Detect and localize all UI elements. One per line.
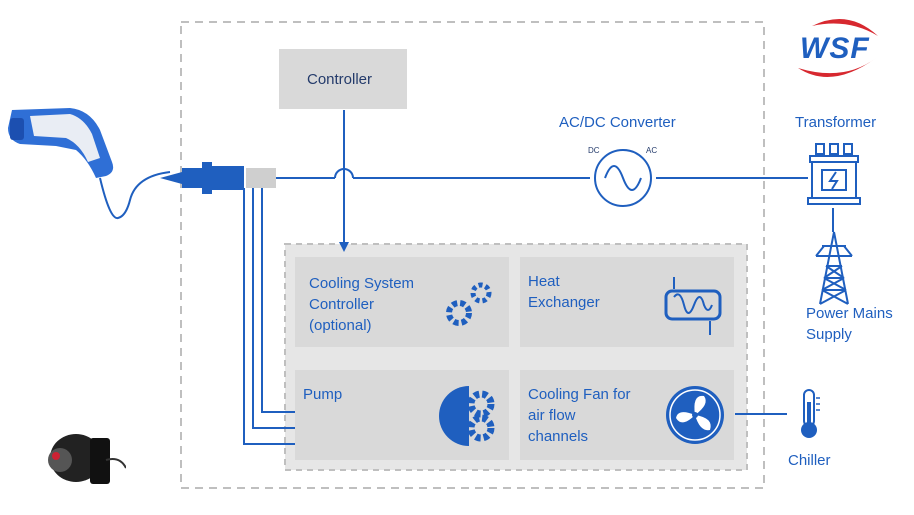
pump-gears-icon bbox=[439, 386, 495, 446]
cooling-fan-line2: air flow bbox=[528, 407, 576, 424]
heat-exchanger-box: Heat Exchanger bbox=[520, 257, 734, 347]
heat-exchanger-icon bbox=[664, 277, 722, 335]
converter-label: AC/DC Converter bbox=[559, 114, 676, 131]
logo-swoosh-icon bbox=[798, 18, 878, 77]
heat-exchanger-line2: Exchanger bbox=[528, 294, 600, 311]
system-boundary bbox=[180, 21, 765, 489]
cable-connector-icon bbox=[160, 162, 276, 194]
cooling-fan-box: Cooling Fan for air flow channels bbox=[520, 370, 734, 460]
controller-box: Controller bbox=[279, 49, 407, 109]
power-mains-label-line1: Power Mains bbox=[806, 305, 893, 322]
transformer-label: Transformer bbox=[795, 114, 877, 131]
cooling-controller-line3: (optional) bbox=[309, 317, 372, 334]
pump-box: Pump bbox=[295, 370, 509, 460]
cooling-controller-box: Cooling System Controller (optional) bbox=[295, 257, 509, 347]
heat-exchanger-line1: Heat bbox=[528, 273, 560, 290]
logo-text: WSF bbox=[800, 32, 870, 65]
pump-label: Pump bbox=[303, 386, 343, 403]
cooling-controller-line1: Cooling System bbox=[309, 275, 415, 292]
transformer-icon bbox=[807, 143, 861, 205]
power-tower-icon bbox=[815, 231, 853, 305]
thermometer-icon bbox=[801, 389, 820, 438]
chiller-label: Chiller bbox=[788, 452, 831, 469]
converter-ac-tag: AC bbox=[646, 146, 658, 155]
charging-gun-icon bbox=[8, 108, 171, 219]
converter-dc-tag: DC bbox=[588, 146, 600, 155]
sine-wave-icon bbox=[594, 149, 652, 207]
cooling-fan-line3: channels bbox=[528, 428, 589, 445]
wsf-logo: WSF bbox=[792, 12, 884, 82]
gears-icon bbox=[446, 282, 492, 326]
charging-socket-icon bbox=[48, 434, 126, 484]
cooling-fan-line1: Cooling Fan for bbox=[528, 386, 631, 403]
controller-label: Controller bbox=[307, 71, 373, 88]
power-mains-label-line2: Supply bbox=[806, 326, 852, 343]
cooling-controller-line2: Controller bbox=[309, 296, 375, 313]
fan-icon bbox=[666, 386, 724, 444]
